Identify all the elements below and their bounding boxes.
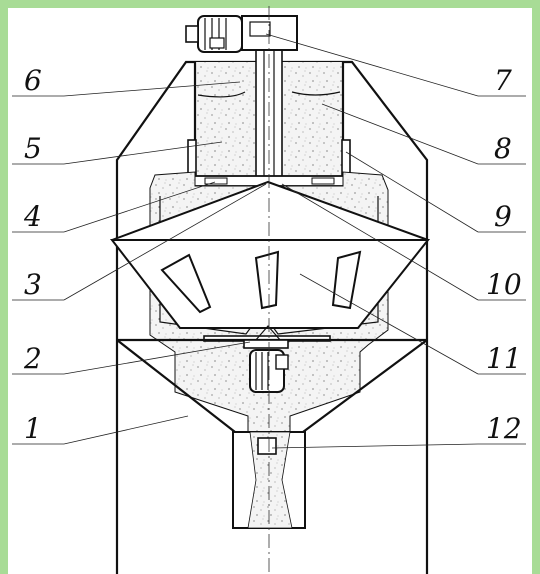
leader-lines xyxy=(12,33,526,449)
callout-11: 11 xyxy=(486,342,522,375)
callout-8: 8 xyxy=(494,132,512,165)
callout-4: 4 xyxy=(23,200,42,233)
disc-hub xyxy=(254,325,282,342)
material-surface xyxy=(197,91,341,98)
callout-1: 1 xyxy=(24,412,42,445)
callout-10: 10 xyxy=(486,268,522,301)
blade-left xyxy=(160,253,212,314)
callout-6: 6 xyxy=(24,64,42,97)
callout-7: 7 xyxy=(494,64,512,97)
plate-slot-left xyxy=(204,177,228,185)
blade-right xyxy=(331,250,362,310)
chute-material xyxy=(247,431,293,529)
callout-2: 2 xyxy=(23,342,42,375)
blade-center xyxy=(254,250,280,310)
callout-9: 9 xyxy=(494,200,512,233)
plate-slot-right xyxy=(311,177,335,185)
top-motor xyxy=(185,15,298,53)
bottom-motor xyxy=(243,339,289,393)
callout-5: 5 xyxy=(24,132,42,165)
callout-12: 12 xyxy=(486,412,522,445)
callout-3: 3 xyxy=(24,268,42,301)
discharge-sensor xyxy=(257,437,277,455)
